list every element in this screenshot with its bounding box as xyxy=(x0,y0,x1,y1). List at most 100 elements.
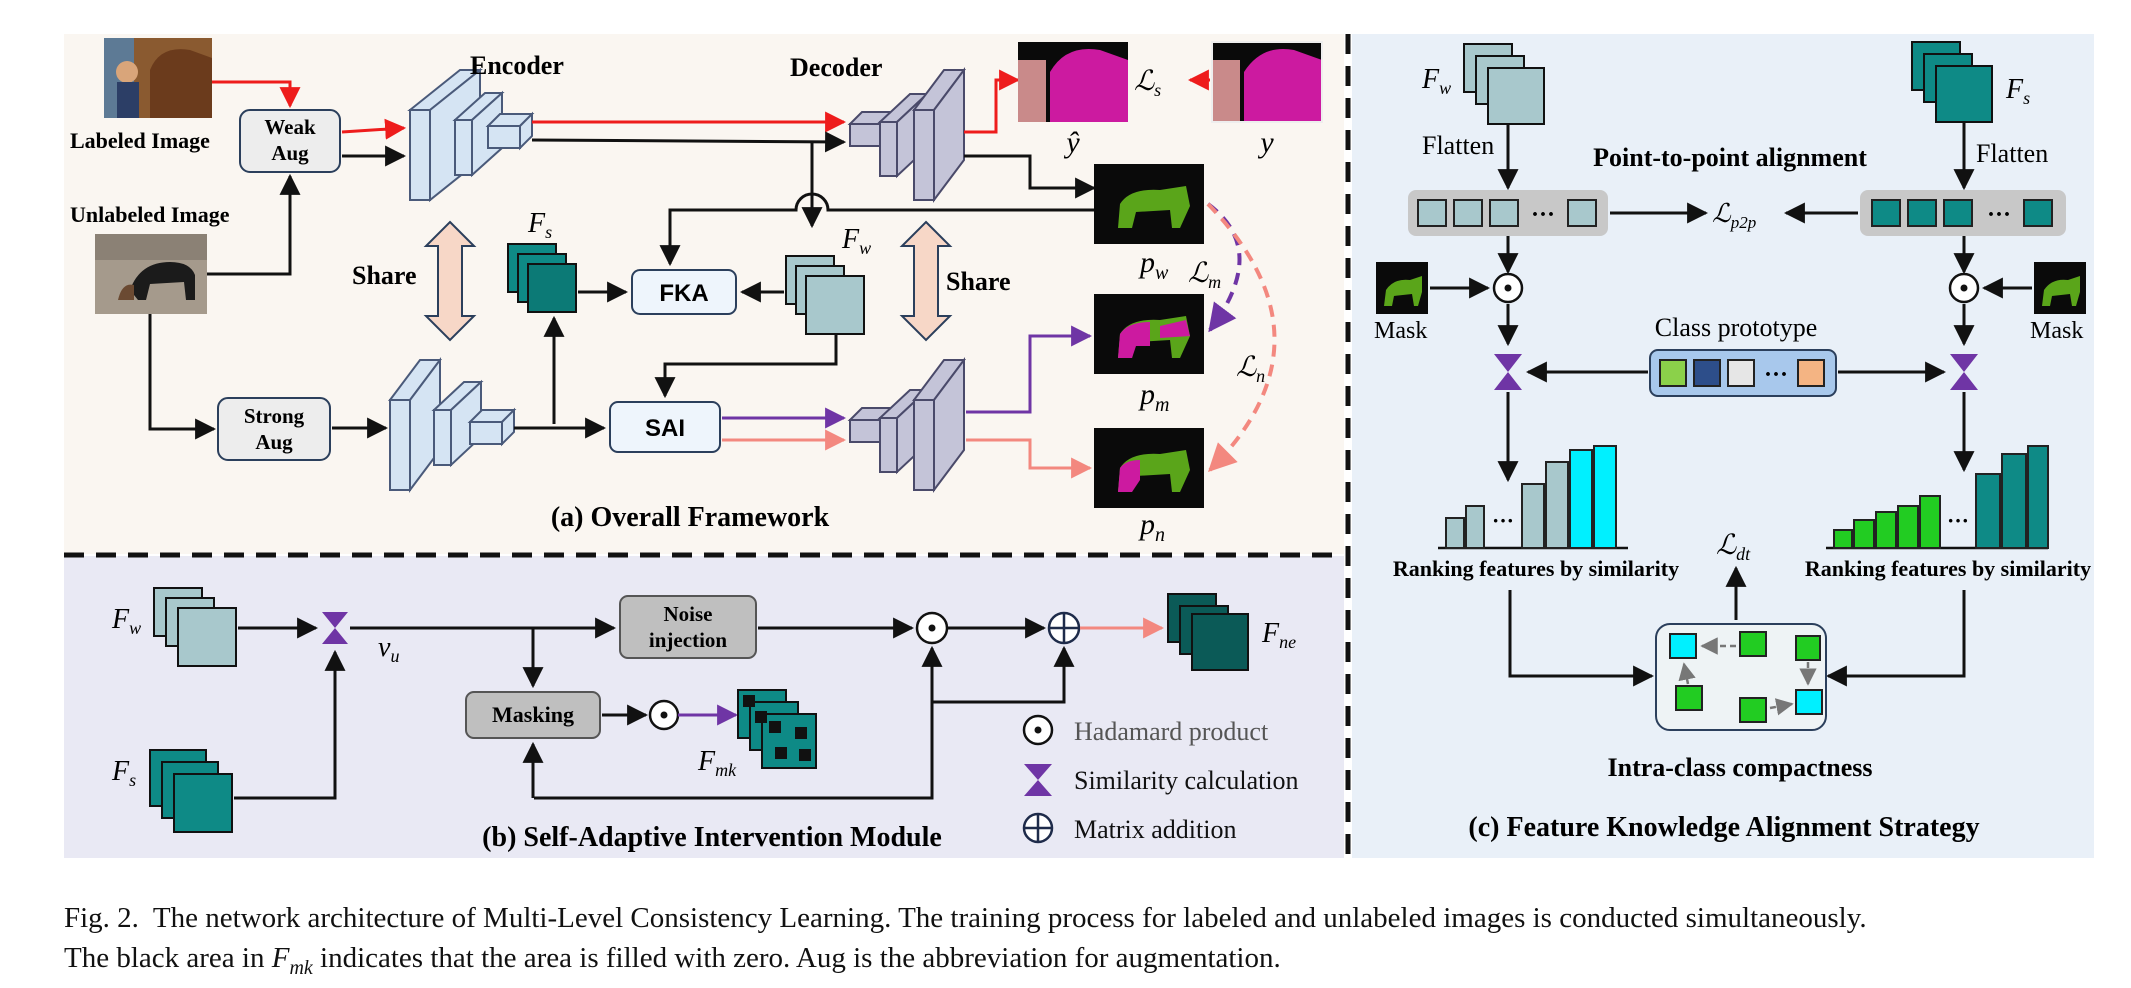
fw-feature-stack-a xyxy=(785,255,865,335)
arrow-ranking-right-to-compactness xyxy=(1825,590,1966,687)
arrow-fs-to-similarity xyxy=(234,649,346,800)
fw-label-b: Fw xyxy=(111,604,141,638)
share-label-right: Share xyxy=(946,267,1011,296)
encoder-label: Encoder xyxy=(470,51,564,80)
fs-feature-stack-c xyxy=(1911,41,1993,123)
weak-aug-label-1: Weak xyxy=(264,115,316,139)
p2p-title: Point-to-point alignment xyxy=(1593,143,1867,172)
strong-aug-label-1: Strong xyxy=(244,404,305,428)
share-arrow-right xyxy=(899,220,953,342)
arrow-decoder-to-yhat xyxy=(964,69,1021,134)
decoder-label: Decoder xyxy=(790,53,882,82)
legend-label-hadamard: Hadamard product xyxy=(1074,717,1269,746)
ranking-bars-left xyxy=(1438,445,1628,550)
fs-label-c: Fs xyxy=(2005,74,2030,108)
noise-injection-label-2: injection xyxy=(649,628,727,652)
panel-a: Labeled Image Unlabeled Image Weak Aug S… xyxy=(70,38,1323,546)
fka-label: FKA xyxy=(659,280,708,307)
pn-label: pn xyxy=(1138,508,1165,546)
ranking-dots-right: ··· xyxy=(1947,508,1969,533)
ranking-label-right: Ranking features by similarity xyxy=(1805,556,2091,581)
fs-feature-stack-a xyxy=(507,243,577,313)
sai-label: SAI xyxy=(645,415,685,442)
fw-label-a: Fw xyxy=(841,224,871,258)
mask-image-left xyxy=(1376,262,1428,314)
fs-feature-stack-b xyxy=(149,749,233,833)
weak-aug-box xyxy=(239,109,341,173)
flattened-dots-left: ··· xyxy=(1531,202,1555,228)
fs-label-b: Fs xyxy=(111,756,136,790)
ranking-dots-left: ··· xyxy=(1492,508,1514,533)
arrow-fw-to-sai xyxy=(654,334,838,399)
arrow-ranking-left-to-compactness xyxy=(1508,590,1655,687)
yhat-mask-image xyxy=(1018,42,1128,122)
legend: Hadamard product Similarity calculation … xyxy=(1022,714,1299,844)
decoder-strong xyxy=(847,357,966,493)
mask-image-right xyxy=(2034,262,2086,314)
mask-label-right: Mask xyxy=(2030,318,2083,344)
y-label: y xyxy=(1257,126,1274,159)
yhat-label: ŷ xyxy=(1063,126,1080,159)
y-mask-image xyxy=(1211,41,1323,123)
fw-feature-stack-c xyxy=(1463,43,1545,125)
masking-box xyxy=(465,691,601,739)
mask-label-left: Mask xyxy=(1374,318,1427,344)
architecture-figure: Labeled Image Unlabeled Image Weak Aug S… xyxy=(64,34,2094,858)
encoder-strong xyxy=(388,357,517,493)
flatten-label-left: Flatten xyxy=(1422,131,1494,160)
labeled-image-thumbnail xyxy=(104,38,212,118)
labeled-image-label: Labeled Image xyxy=(70,128,210,153)
similarity-icon-right xyxy=(1950,354,1978,390)
class-prototype-label: Class prototype xyxy=(1655,313,1818,342)
loss-dt-label: ℒdt xyxy=(1716,530,1751,564)
arrow-encoder-to-decoder-black xyxy=(531,131,847,153)
figure-caption: Fig. 2. The network architecture of Mult… xyxy=(64,898,2104,988)
panel-b: Fw Fs vu Noise injection Masking xyxy=(111,587,1299,853)
fne-feature-stack xyxy=(1167,593,1249,671)
similarity-icon xyxy=(1024,764,1052,796)
arrow-labeled-to-weakaug xyxy=(212,80,301,109)
panel-b-title: (b) Self-Adaptive Intervention Module xyxy=(482,822,942,853)
caption-line-1: Fig. 2. The network architecture of Mult… xyxy=(64,902,1867,934)
pw-label: pw xyxy=(1138,246,1169,284)
fne-label: Fne xyxy=(1261,618,1296,652)
vu-label: vu xyxy=(378,632,399,666)
sai-box xyxy=(609,401,721,453)
legend-label-similarity: Similarity calculation xyxy=(1074,766,1299,795)
panel-c-title: (c) Feature Knowledge Alignment Strategy xyxy=(1468,812,1979,843)
fw-feature-stack-b xyxy=(153,587,237,667)
line-pw-to-fka xyxy=(659,192,1094,267)
pm-label: pm xyxy=(1138,378,1169,416)
ranking-bars-right xyxy=(1826,445,2049,550)
arrow-decoder-to-pm xyxy=(966,325,1093,414)
unlabeled-image-thumbnail xyxy=(95,234,207,314)
arrow-weakaug-to-encoder xyxy=(341,118,407,140)
similarity-icon-left xyxy=(1494,354,1522,390)
fka-box xyxy=(631,269,737,315)
ranking-label-left: Ranking features by similarity xyxy=(1393,556,1679,581)
class-prototype-vector xyxy=(1649,349,1837,397)
encoder-weak xyxy=(407,67,535,203)
arrow-unlabeled-to-strongaug xyxy=(148,314,217,440)
weak-aug-label-2: Aug xyxy=(271,141,309,165)
fmk-label: Fmk xyxy=(697,746,737,780)
loss-n-label: ℒn xyxy=(1236,352,1265,386)
arrow-unlabeled-to-weakaug xyxy=(207,173,301,276)
flattened-vector-right xyxy=(1860,190,2066,236)
panel-c: Fw Fs Flatten Flatten Point-to-point ali… xyxy=(1374,41,2091,843)
loss-m-arc xyxy=(1206,202,1242,333)
noise-injection-label-1: Noise xyxy=(664,602,713,626)
share-arrow-left xyxy=(423,220,477,342)
strong-aug-label-2: Aug xyxy=(255,430,293,454)
fs-label-a: Fs xyxy=(527,208,552,242)
share-label-left: Share xyxy=(352,261,417,290)
compactness-box xyxy=(1655,623,1827,731)
pn-mask-image xyxy=(1094,428,1204,508)
flatten-label-right: Flatten xyxy=(1976,139,2048,168)
flattened-dots-right: ··· xyxy=(1987,202,2011,228)
decoder-weak xyxy=(847,67,966,203)
masking-label: Masking xyxy=(492,702,574,727)
arrow-decoder-to-pw xyxy=(964,154,1097,199)
fmk-feature-stack xyxy=(737,689,817,769)
legend-label-addition: Matrix addition xyxy=(1074,815,1236,844)
